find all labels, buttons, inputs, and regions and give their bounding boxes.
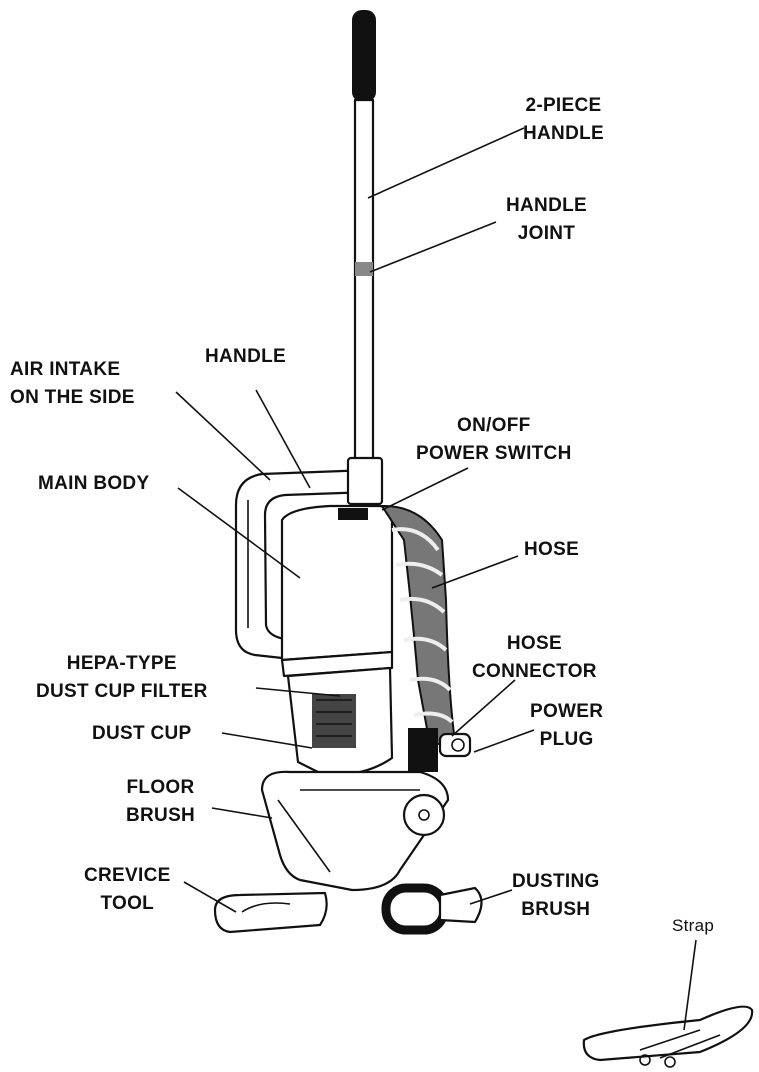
label-dust-cup-filter: HEPA-TYPE DUST CUP FILTER <box>36 653 208 702</box>
handle-joint-band <box>355 262 373 276</box>
label-hose-connector: HOSE CONNECTOR <box>472 633 597 682</box>
dust-cup-filter <box>312 694 356 748</box>
power-switch <box>338 508 368 520</box>
label-handle-joint: HANDLE JOINT <box>506 195 587 244</box>
label-strap: Strap <box>672 916 715 935</box>
crevice-tool <box>213 891 328 934</box>
label-power-plug: POWER PLUG <box>530 701 604 750</box>
label-main-body: MAIN BODY <box>38 473 150 494</box>
top-collar <box>346 456 384 506</box>
label-dust-cup: DUST CUP <box>92 723 192 744</box>
label-floor-brush: FLOOR BRUSH <box>126 777 196 826</box>
handle-shaft <box>353 98 375 464</box>
label-handle: HANDLE <box>205 346 286 367</box>
label-air-intake: AIR INTAKE ON THE SIDE <box>10 359 135 408</box>
strap <box>582 1005 754 1062</box>
leader-lines <box>175 127 697 1031</box>
label-power-switch: ON/OFF POWER SWITCH <box>416 415 572 464</box>
dusting-brush <box>381 883 449 935</box>
floor-brush <box>260 770 450 892</box>
label-2-piece-handle: 2-PIECE HANDLE <box>523 95 604 144</box>
handle-grip <box>352 10 376 102</box>
main-body <box>280 504 394 662</box>
floor-brush-wheel <box>402 793 446 837</box>
power-plug <box>438 732 472 758</box>
hose-connector <box>408 728 438 772</box>
label-hose: HOSE <box>524 539 580 560</box>
label-dusting-brush: DUSTING BRUSH <box>512 871 600 920</box>
label-crevice-tool: CREVICE TOOL <box>84 865 171 914</box>
